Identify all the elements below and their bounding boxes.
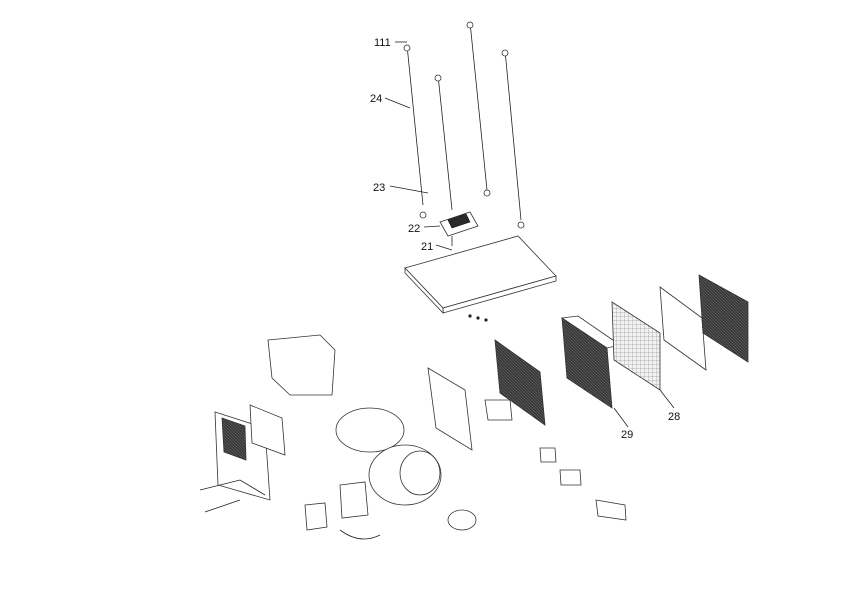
callout-23: 23 [373,182,385,194]
callout-111: 111 [374,37,391,49]
callout-24: 24 [370,93,382,105]
callout-22: 22 [408,223,420,235]
filter-stack [494,274,749,426]
threaded-rods [403,21,525,229]
callout-labels: 111 24 23 22 21 28 29 [370,37,680,441]
callout-29: 29 [621,429,633,441]
top-plate [404,235,557,322]
leader-lines [384,41,675,428]
blower-assembly [199,334,627,540]
callout-28: 28 [668,411,680,423]
callout-21: 21 [421,241,433,253]
mounting-bracket [439,211,479,246]
